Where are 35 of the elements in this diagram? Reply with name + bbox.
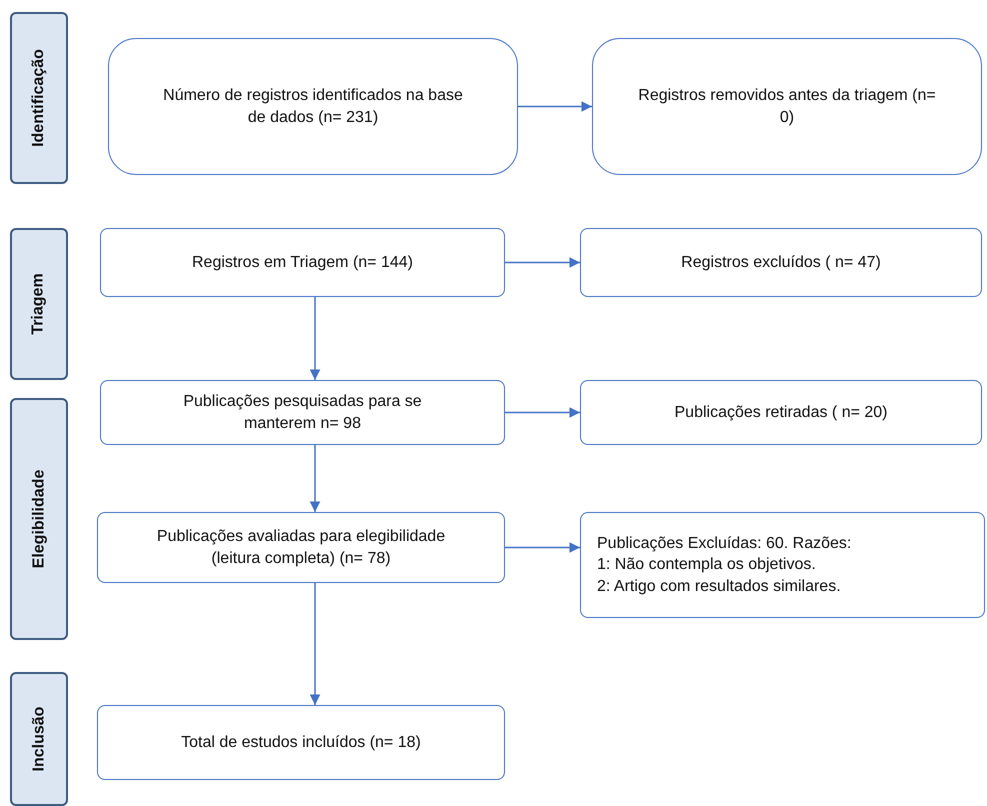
box-text: Total de estudos incluídos (n= 18) [181, 732, 421, 753]
stage-band [10, 672, 68, 806]
reason-text: 2: Artigo com resultados similares. [597, 576, 841, 597]
stage-label: Identificação [30, 49, 48, 147]
box-text: Registros em Triagem (n= 144) [192, 252, 413, 273]
process-box [592, 38, 982, 175]
stage-band [10, 398, 68, 640]
process-box [100, 380, 505, 445]
box-text: Registros excluídos ( n= 47) [681, 252, 881, 273]
box-text: Registros removidos antes da triagem (n= 0) [637, 86, 937, 128]
box-text: Publicações avaliadas para elegibilidade (leitura completa) (n= 78) [156, 526, 446, 568]
arrow [505, 257, 580, 268]
stage-label: Triagem [30, 273, 48, 335]
stage-label: Elegibilidade [30, 470, 48, 568]
arrow [310, 297, 320, 380]
arrow [310, 583, 320, 705]
stage-band [10, 12, 68, 184]
process-box [108, 38, 518, 175]
arrow [310, 445, 320, 512]
box-text: Publicações Excluídas: 60. Razões: [597, 534, 852, 554]
arrow [505, 407, 580, 418]
process-box [580, 512, 985, 618]
process-box [97, 705, 505, 780]
arrow [518, 101, 592, 112]
process-box [580, 380, 982, 445]
process-box [100, 228, 505, 297]
box-text: Número de registros identificados na base de dados (n= 231) [163, 86, 463, 128]
box-text: Publicações retiradas ( n= 20) [674, 402, 888, 423]
arrow [505, 542, 580, 553]
stage-label: Inclusão [30, 706, 48, 772]
reason-text: 1: Não contempla os objetivos. [597, 555, 816, 576]
box-text: Publicações pesquisadas para se manterem n= 98 [182, 392, 423, 434]
stage-band [10, 228, 68, 380]
process-box [97, 512, 505, 583]
process-box [580, 228, 982, 297]
